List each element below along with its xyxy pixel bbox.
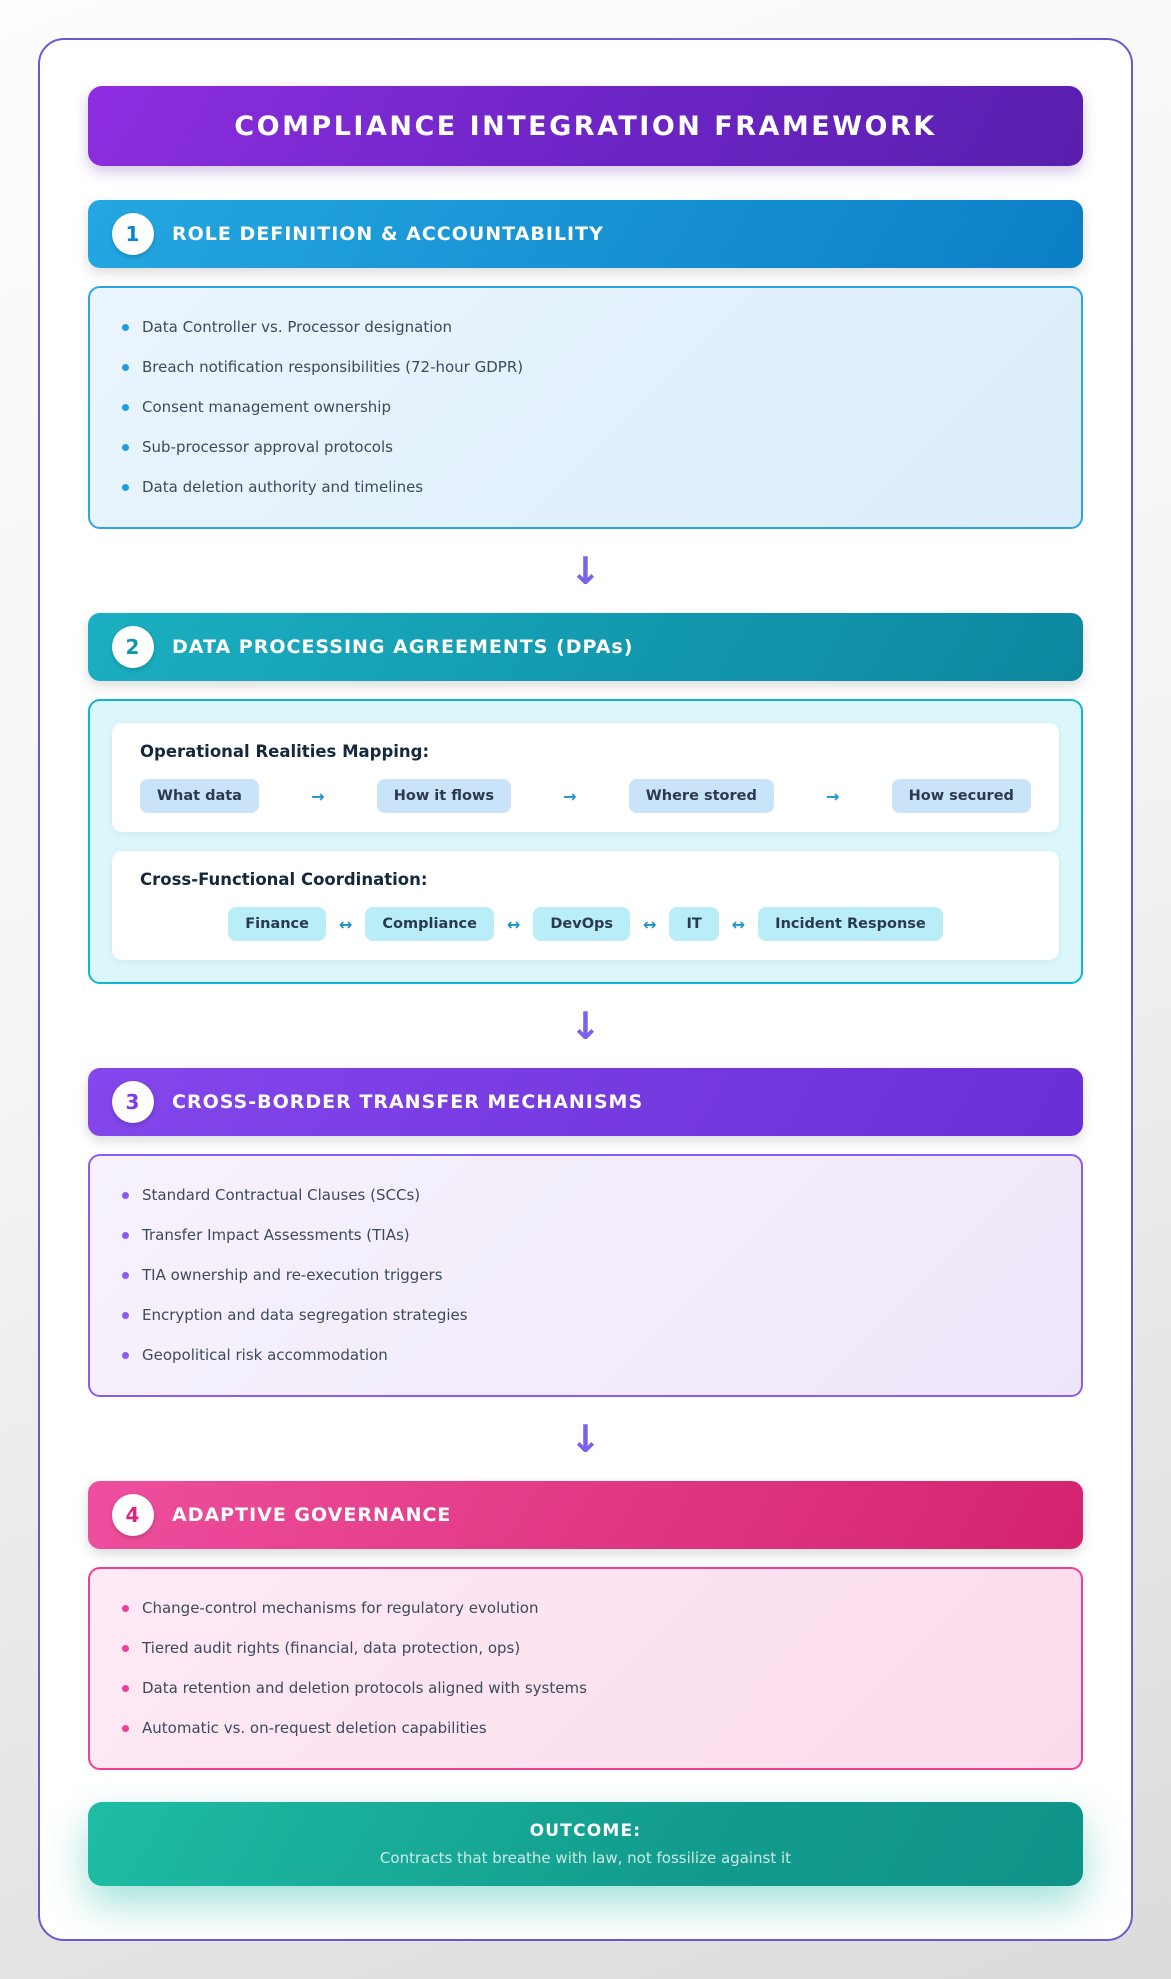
bullet-dot-icon (122, 1352, 129, 1359)
operational-realities-card: Operational Realities Mapping: What data… (112, 723, 1059, 832)
list-item: Breach notification responsibilities (72… (122, 358, 1049, 377)
bullet-dot-icon (122, 1272, 129, 1279)
section-3-title: CROSS-BORDER TRANSFER MECHANISMS (172, 1091, 644, 1113)
section-2-title: DATA PROCESSING AGREEMENTS (DPAs) (172, 636, 634, 658)
subcard-title: Cross-Functional Coordination: (140, 870, 428, 889)
section-4-body: Change-control mechanisms for regulatory… (88, 1567, 1083, 1770)
list-item: Data deletion authority and timelines (122, 478, 1049, 497)
bullet-dot-icon (122, 444, 129, 451)
section-3-list: Standard Contractual Clauses (SCCs) Tran… (116, 1182, 1055, 1369)
outcome-label: OUTCOME: (529, 1821, 642, 1841)
section-4-header: 4 ADAPTIVE GOVERNANCE (88, 1481, 1083, 1549)
chip: DevOps (533, 907, 631, 941)
list-item-text: Encryption and data segregation strategi… (142, 1306, 468, 1324)
outcome-banner: OUTCOME: Contracts that breathe with law… (88, 1802, 1083, 1886)
coordination-chip-row: Finance ↔ Compliance ↔ DevOps ↔ IT ↔ Inc… (140, 907, 1031, 941)
list-item: Transfer Impact Assessments (TIAs) (122, 1226, 1049, 1245)
section-2-header: 2 DATA PROCESSING AGREEMENTS (DPAs) (88, 613, 1083, 681)
down-arrow-icon: ↓ (569, 1417, 602, 1461)
list-item: Data Controller vs. Processor designatio… (122, 318, 1049, 337)
bidirectional-arrow-icon: ↔ (731, 914, 746, 934)
chip: How it flows (376, 779, 511, 813)
bullet-dot-icon (122, 1605, 129, 1612)
list-item-text: Breach notification responsibilities (72… (142, 358, 524, 376)
list-item: Encryption and data segregation strategi… (122, 1306, 1049, 1325)
section-3-header: 3 CROSS-BORDER TRANSFER MECHANISMS (88, 1068, 1083, 1136)
right-arrow-icon: → (311, 786, 325, 806)
section-3-number-badge: 3 (112, 1081, 154, 1123)
bullet-dot-icon (122, 1232, 129, 1239)
chip: How secured (891, 779, 1031, 813)
right-arrow-icon: → (826, 786, 840, 806)
list-item-text: Change-control mechanisms for regulatory… (142, 1599, 539, 1617)
list-item: TIA ownership and re-execution triggers (122, 1266, 1049, 1285)
right-arrow-icon: → (563, 786, 577, 806)
list-item-text: Transfer Impact Assessments (TIAs) (142, 1226, 410, 1244)
list-item: Standard Contractual Clauses (SCCs) (122, 1186, 1049, 1205)
bullet-dot-icon (122, 324, 129, 331)
section-2-body: Operational Realities Mapping: What data… (88, 699, 1083, 984)
section-1-body: Data Controller vs. Processor designatio… (88, 286, 1083, 529)
list-item: Sub-processor approval protocols (122, 438, 1049, 457)
bullet-dot-icon (122, 1725, 129, 1732)
bullet-dot-icon (122, 1645, 129, 1652)
outcome-text: Contracts that breathe with law, not fos… (379, 1849, 792, 1867)
chip: IT (669, 907, 719, 941)
list-item-text: Standard Contractual Clauses (SCCs) (142, 1186, 421, 1204)
section-3-body: Standard Contractual Clauses (SCCs) Tran… (88, 1154, 1083, 1397)
list-item: Tiered audit rights (financial, data pro… (122, 1639, 1049, 1658)
list-item: Automatic vs. on-request deletion capabi… (122, 1719, 1049, 1738)
section-4-list: Change-control mechanisms for regulatory… (116, 1595, 1055, 1742)
list-item-text: TIA ownership and re-execution triggers (142, 1266, 443, 1284)
section-2-number-badge: 2 (112, 626, 154, 668)
bullet-dot-icon (122, 1685, 129, 1692)
down-arrow-icon: ↓ (569, 1004, 602, 1048)
down-arrow-icon: ↓ (569, 549, 602, 593)
chip: Incident Response (758, 907, 943, 941)
framework-card: COMPLIANCE INTEGRATION FRAMEWORK 1 ROLE … (38, 38, 1133, 1941)
page-title-banner: COMPLIANCE INTEGRATION FRAMEWORK (88, 86, 1083, 166)
page-title: COMPLIANCE INTEGRATION FRAMEWORK (234, 110, 937, 142)
section-1-number-badge: 1 (112, 213, 154, 255)
section-1-title: ROLE DEFINITION & ACCOUNTABILITY (172, 223, 604, 245)
list-item-text: Consent management ownership (142, 398, 391, 416)
list-item-text: Data retention and deletion protocols al… (142, 1679, 587, 1697)
section-4-title: ADAPTIVE GOVERNANCE (172, 1504, 452, 1526)
chip: Where stored (628, 779, 774, 813)
bidirectional-arrow-icon: ↔ (339, 914, 353, 934)
cross-functional-card: Cross-Functional Coordination: Finance ↔… (112, 851, 1059, 960)
list-item: Data retention and deletion protocols al… (122, 1679, 1049, 1698)
bidirectional-arrow-icon: ↔ (506, 914, 521, 934)
bullet-dot-icon (122, 364, 129, 371)
bullet-dot-icon (122, 484, 129, 491)
chip: What data (140, 779, 259, 813)
mapping-chip-row: What data → How it flows → Where stored … (140, 779, 1031, 813)
flow-arrow-row: ↓ (88, 1417, 1083, 1461)
chip: Finance (228, 907, 326, 941)
bullet-dot-icon (122, 404, 129, 411)
bidirectional-arrow-icon: ↔ (643, 914, 657, 934)
bullet-dot-icon (122, 1192, 129, 1199)
list-item-text: Automatic vs. on-request deletion capabi… (142, 1719, 487, 1737)
section-4-number-badge: 4 (112, 1494, 154, 1536)
list-item-text: Geopolitical risk accommodation (142, 1346, 388, 1364)
chip: Compliance (365, 907, 494, 941)
list-item-text: Sub-processor approval protocols (142, 438, 393, 456)
section-1-header: 1 ROLE DEFINITION & ACCOUNTABILITY (88, 200, 1083, 268)
list-item: Change-control mechanisms for regulatory… (122, 1599, 1049, 1618)
list-item: Geopolitical risk accommodation (122, 1346, 1049, 1365)
list-item-text: Tiered audit rights (financial, data pro… (142, 1639, 521, 1657)
flow-arrow-row: ↓ (88, 549, 1083, 593)
list-item: Consent management ownership (122, 398, 1049, 417)
flow-arrow-row: ↓ (88, 1004, 1083, 1048)
list-item-text: Data Controller vs. Processor designatio… (142, 318, 453, 336)
bullet-dot-icon (122, 1312, 129, 1319)
section-1-list: Data Controller vs. Processor designatio… (116, 314, 1055, 501)
subcard-title: Operational Realities Mapping: (140, 742, 430, 761)
list-item-text: Data deletion authority and timelines (142, 478, 424, 496)
